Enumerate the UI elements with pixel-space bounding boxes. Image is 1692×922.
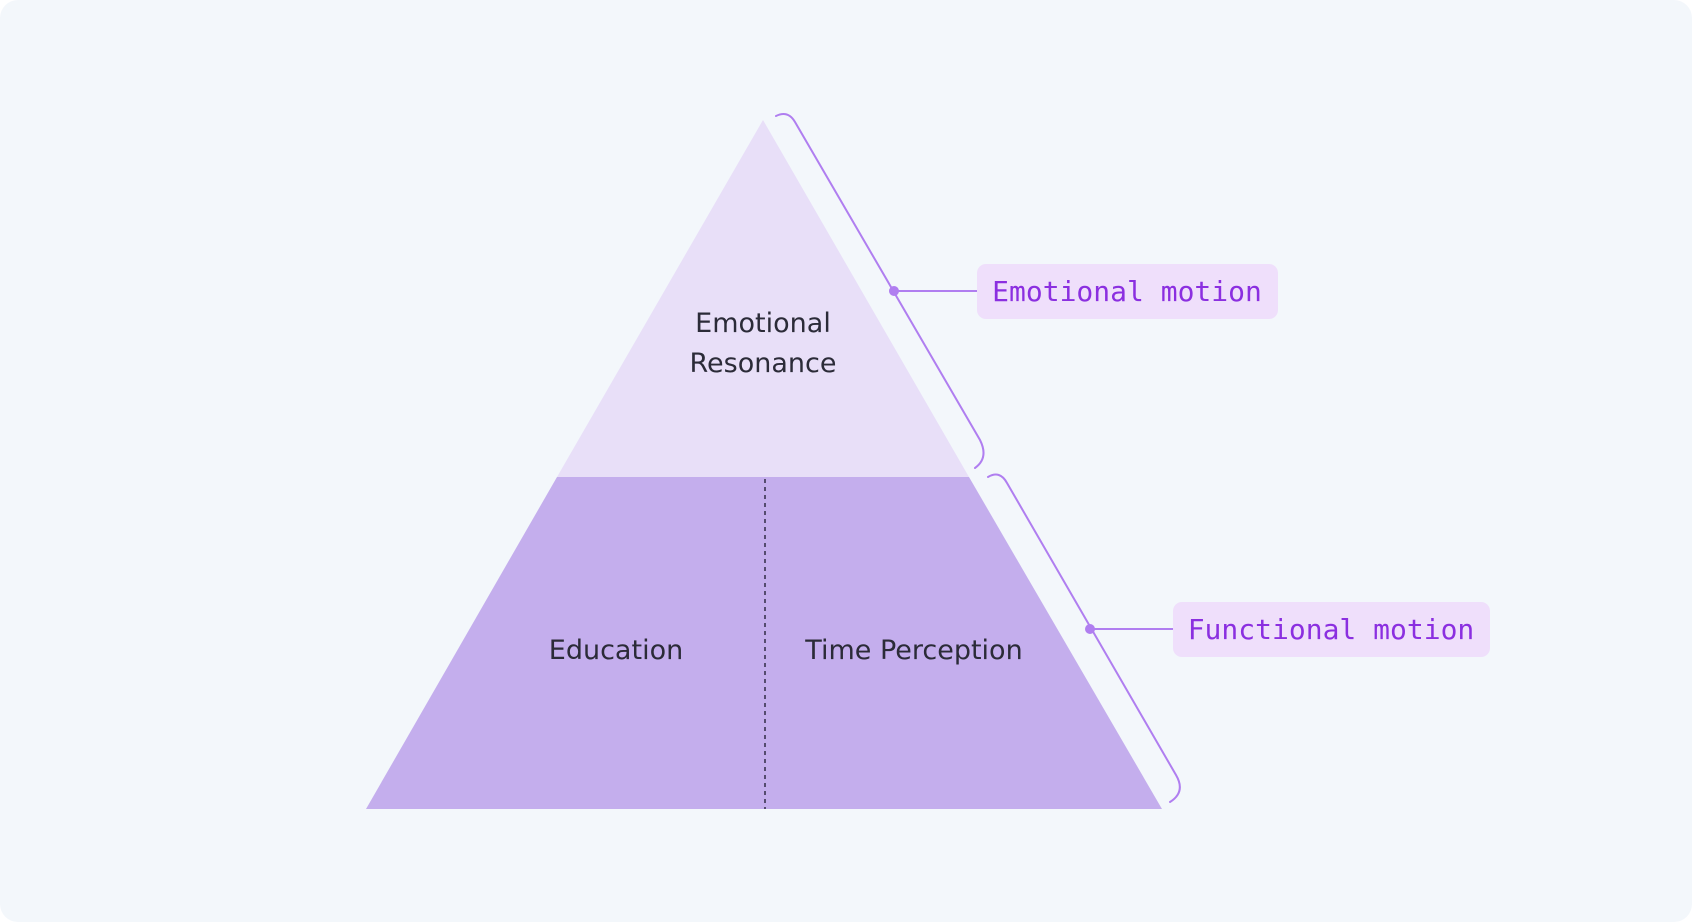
top-tier-label-line2: Resonance xyxy=(690,348,837,379)
top-tier xyxy=(557,120,969,477)
functional-motion-label: Functional motion xyxy=(1188,613,1475,646)
top-tier-label-line1: Emotional xyxy=(695,308,831,339)
emotional-motion-badge xyxy=(977,264,1278,319)
bottom-tier xyxy=(366,477,1162,809)
functional-motion-badge xyxy=(1173,602,1490,657)
time-perception-label: Time Perception xyxy=(804,635,1022,666)
education-label: Education xyxy=(549,635,683,666)
emotional-motion-label: Emotional motion xyxy=(992,275,1262,308)
emotional-bracket xyxy=(775,113,985,469)
